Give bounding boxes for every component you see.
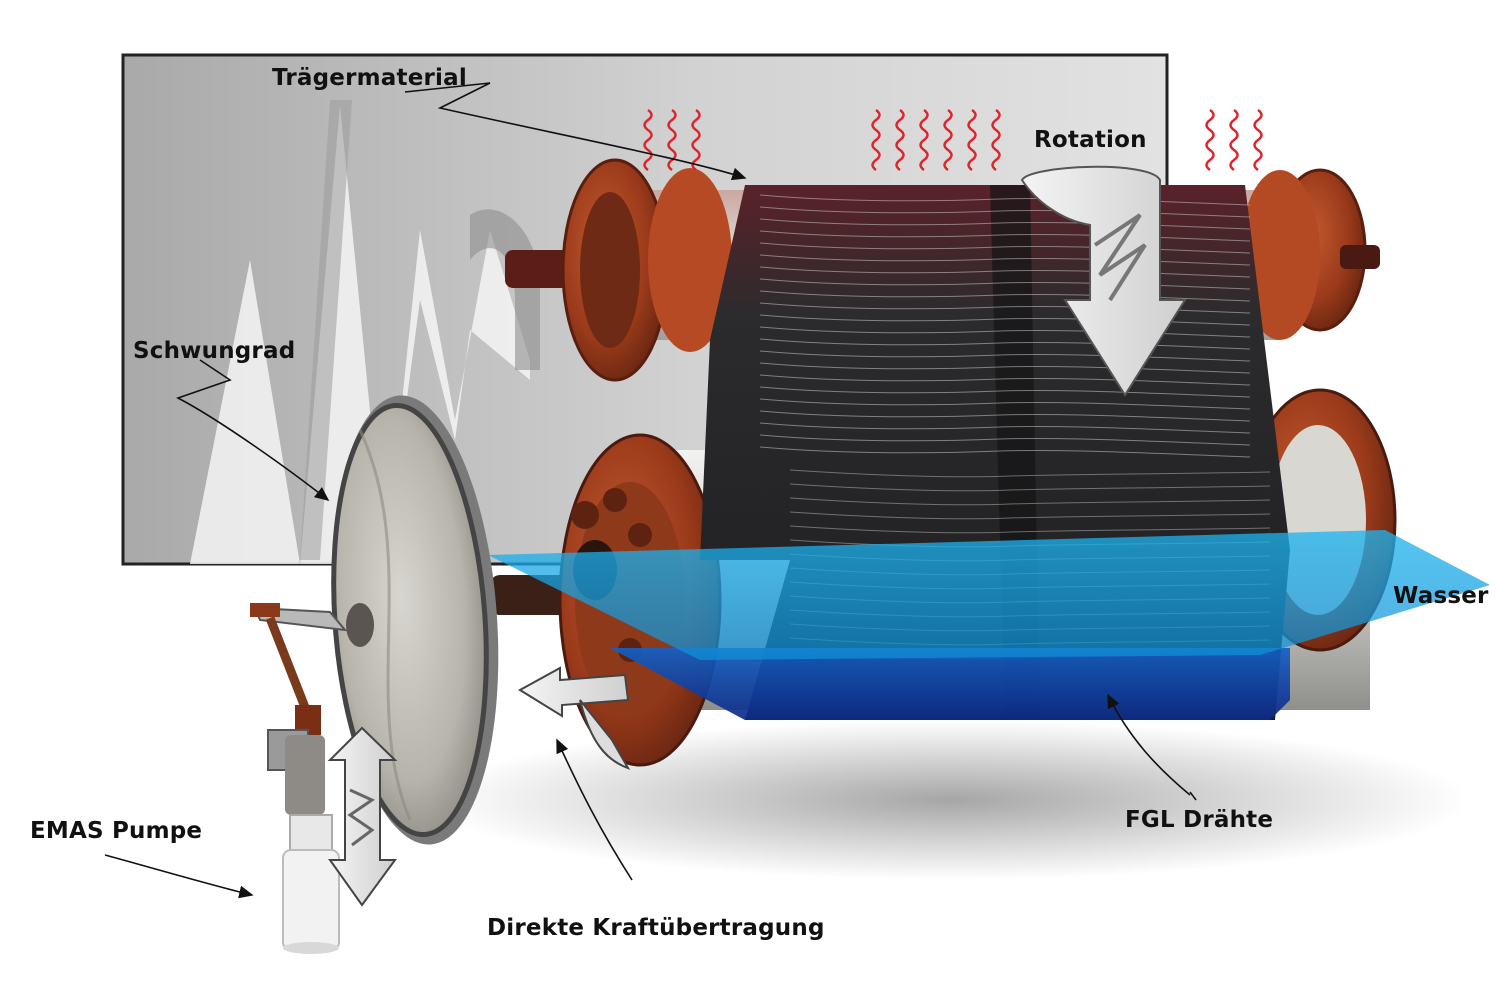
belt-wire-line: [759, 362, 1251, 374]
belt-wire-line: [759, 422, 1251, 434]
leader-flywheel: [175, 359, 330, 501]
heat-wave: [967, 108, 977, 172]
belt-wire-line: [789, 511, 1271, 520]
label-flywheel: Schwungrad: [133, 338, 296, 364]
belt-wire-line: [759, 398, 1251, 410]
label-pump: EMAS Pumpe: [30, 818, 203, 844]
heat-wave: [919, 108, 929, 172]
leader-pump: [104, 854, 254, 899]
label-transmission: Direkte Kraftübertragung: [487, 915, 825, 941]
belt-wire-line: [789, 497, 1271, 506]
heat-wave: [1229, 108, 1239, 172]
belt-wire-line: [759, 374, 1251, 386]
label-water: Wasser: [1393, 583, 1489, 609]
belt-wire-line: [789, 483, 1271, 492]
heat-wave: [691, 108, 701, 172]
belt-wire-line: [759, 410, 1251, 422]
heat-waves: [643, 108, 1263, 172]
rotation-arrow: [1020, 165, 1187, 397]
belt-wire-line: [759, 386, 1251, 398]
belt-wire-line: [759, 434, 1251, 446]
heat-wave: [943, 108, 953, 172]
belt-wire-line: [789, 525, 1271, 534]
label-carrier: Trägermaterial: [272, 65, 467, 91]
leader-lines: [104, 82, 1197, 899]
leader-transmission: [556, 738, 633, 881]
emas-pump: [267, 729, 340, 954]
pump-linkage: [250, 603, 348, 735]
label-rotation: Rotation: [1034, 127, 1147, 153]
floor-shadow: [430, 720, 1470, 880]
label-wires: FGL Drähte: [1125, 807, 1274, 833]
water-surface: [488, 530, 1490, 660]
belt-wire-line: [759, 350, 1251, 362]
water-plane: [488, 530, 1490, 720]
flywheel: [331, 395, 499, 845]
heat-wave: [991, 108, 1001, 172]
leader-wires: [1107, 693, 1191, 796]
heat-wave: [1253, 108, 1263, 172]
wire-zigzag-shape: [190, 105, 530, 564]
pump-stroke-arrow: [327, 726, 398, 907]
transmission-arrow: [518, 666, 631, 770]
belt-wire-line: [759, 338, 1251, 350]
heat-wave: [667, 108, 677, 172]
heat-wave: [643, 108, 653, 172]
leader-carrier: [404, 82, 747, 181]
belt-wire-line: [759, 446, 1251, 458]
heat-wave: [1205, 108, 1215, 172]
belt-wire-line: [789, 469, 1271, 478]
heat-wave: [895, 108, 905, 172]
heat-wave: [871, 108, 881, 172]
